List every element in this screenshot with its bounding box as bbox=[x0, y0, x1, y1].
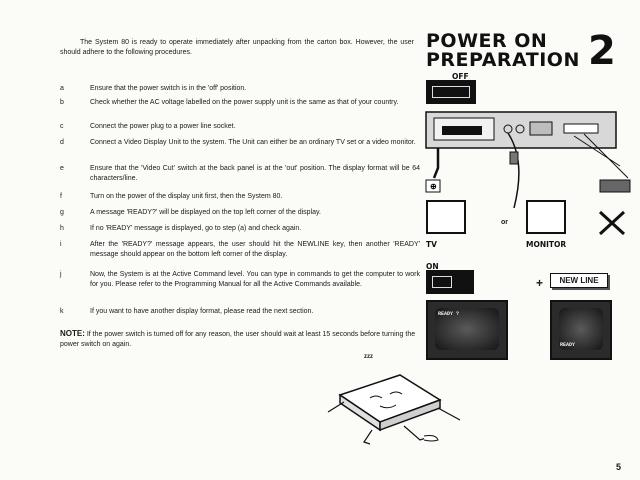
plus-sign: + bbox=[536, 276, 544, 290]
step-letter: h bbox=[60, 225, 64, 232]
step-k: k If you want to have another display fo… bbox=[60, 307, 420, 317]
chapter-number: 2 bbox=[588, 28, 616, 74]
step-letter: e bbox=[60, 165, 64, 172]
newline-key: NEW LINE bbox=[550, 273, 608, 288]
step-text: Connect the power plug to a power line s… bbox=[90, 123, 236, 130]
step-letter: i bbox=[60, 241, 62, 248]
step-i: i After the 'READY?' message appears, th… bbox=[60, 240, 420, 259]
step-text: Ensure that the 'Video Cut' switch at th… bbox=[90, 165, 420, 182]
sleeping-computer-cartoon bbox=[327, 374, 461, 445]
ready-screen-2: READY bbox=[550, 300, 612, 360]
step-text: Ensure that the power switch is in the '… bbox=[90, 85, 247, 92]
sleep-zzz: zzz bbox=[364, 354, 373, 360]
ready-screen-1: READY ? bbox=[426, 300, 508, 360]
tv-icon bbox=[426, 200, 466, 234]
svg-text:⊕: ⊕ bbox=[430, 182, 437, 191]
ready-message-top: READY ? bbox=[438, 311, 460, 317]
on-label: ON bbox=[426, 262, 439, 271]
step-text: Check whether the AC voltage labelled on… bbox=[90, 99, 399, 106]
step-d: d Connect a Video Display Unit to the sy… bbox=[60, 138, 420, 148]
computer-unit-illustration: ⊕ bbox=[425, 111, 631, 236]
step-text: Turn on the power of the display unit fi… bbox=[90, 193, 283, 200]
note: NOTE: If the power switch is turned off … bbox=[60, 329, 420, 349]
monitor-icon bbox=[526, 200, 566, 234]
step-g: g A message 'READY?' will be displayed o… bbox=[60, 208, 420, 218]
step-b: b Check whether the AC voltage labelled … bbox=[60, 98, 420, 108]
step-letter: b bbox=[60, 99, 64, 106]
note-text: If the power switch is turned off for an… bbox=[60, 331, 416, 348]
power-switch-off bbox=[426, 80, 476, 104]
step-letter: f bbox=[60, 193, 62, 200]
monitor-label: MONITOR bbox=[526, 240, 567, 249]
step-c: c Connect the power plug to a power line… bbox=[60, 122, 420, 132]
ready-message-bottom: READY bbox=[560, 342, 576, 348]
step-text: Now, the System is at the Active Command… bbox=[90, 271, 420, 288]
step-letter: c bbox=[60, 123, 64, 130]
step-letter: a bbox=[60, 85, 64, 92]
step-text: Connect a Video Display Unit to the syst… bbox=[90, 139, 416, 146]
power-switch-on bbox=[426, 270, 474, 294]
step-text: If no 'READY' message is displayed, go t… bbox=[90, 225, 302, 232]
step-text: After the 'READY?' message appears, the … bbox=[90, 241, 420, 258]
step-letter: g bbox=[60, 209, 64, 216]
section-title-line2: PREPARATION bbox=[426, 49, 580, 71]
step-letter: j bbox=[60, 271, 62, 278]
step-h: h If no 'READY' message is displayed, go… bbox=[60, 224, 420, 234]
step-f: f Turn on the power of the display unit … bbox=[60, 192, 420, 202]
or-label: or bbox=[501, 219, 508, 226]
intro-paragraph: The System 80 is ready to operate immedi… bbox=[60, 39, 414, 56]
step-letter: d bbox=[60, 139, 64, 146]
step-j: j Now, the System is at the Active Comma… bbox=[60, 270, 420, 289]
section-title-line1: POWER ON bbox=[426, 30, 548, 52]
step-letter: k bbox=[60, 308, 64, 315]
note-label: NOTE: bbox=[60, 329, 85, 338]
page-number: 5 bbox=[616, 462, 622, 472]
step-text: If you want to have another display form… bbox=[90, 308, 314, 315]
step-e: e Ensure that the 'Video Cut' switch at … bbox=[60, 164, 420, 183]
step-text: A message 'READY?' will be displayed on … bbox=[90, 209, 321, 216]
step-a: a Ensure that the power switch is in the… bbox=[60, 84, 420, 94]
tv-label: TV bbox=[426, 240, 437, 249]
off-label: OFF bbox=[452, 72, 469, 81]
